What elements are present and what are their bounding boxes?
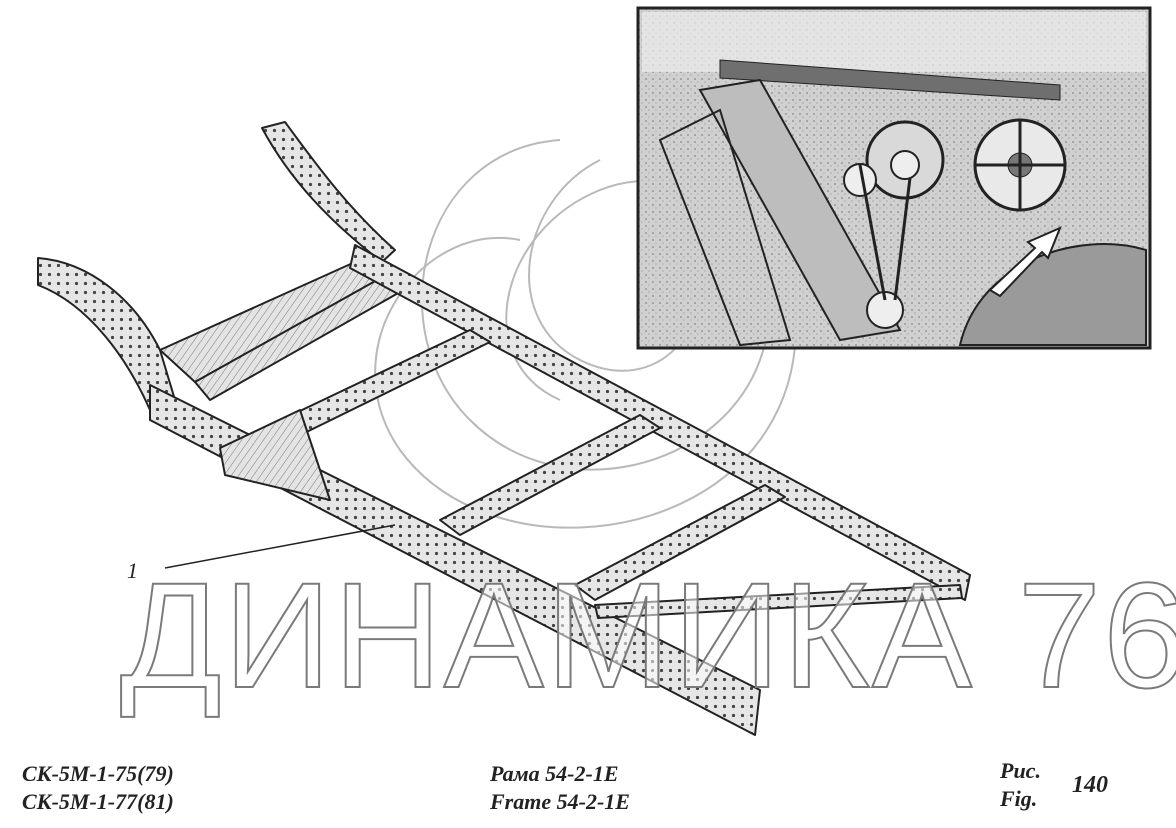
model-designations: СК-5М-1-75(79) СК-5М-1-77(81): [22, 760, 174, 816]
rear-curved-member: [261, 121, 396, 263]
diagonal-brace: [594, 584, 963, 619]
inset-conveyor: [698, 78, 902, 342]
callout-leader: [164, 524, 396, 569]
model-line-2: СК-5М-1-77(81): [22, 789, 174, 814]
figure-title: Рама 54-2-1E Frame 54-2-1E: [490, 760, 630, 816]
title-english: Frame 54-2-1E: [490, 789, 630, 814]
inset-photo: [636, 6, 1152, 350]
cross-member-2: [439, 414, 661, 536]
title-russian: Рама 54-2-1E: [490, 761, 619, 786]
callout-number: 1: [127, 558, 138, 583]
figure-number: 140: [1072, 772, 1108, 798]
figure-label: Рис. Fig.: [1000, 757, 1041, 813]
lower-bracket: [219, 409, 331, 501]
model-line-1: СК-5М-1-75(79): [22, 761, 174, 786]
main-rail-right: [349, 244, 971, 601]
fig-label-english: Fig.: [1000, 786, 1038, 811]
fig-label-russian: Рис.: [1000, 758, 1041, 783]
frame-drawing: [37, 121, 971, 736]
inset-arrow-icon: [988, 226, 1062, 298]
rear-cross-beam: [159, 261, 396, 383]
cross-member-3: [574, 484, 786, 601]
